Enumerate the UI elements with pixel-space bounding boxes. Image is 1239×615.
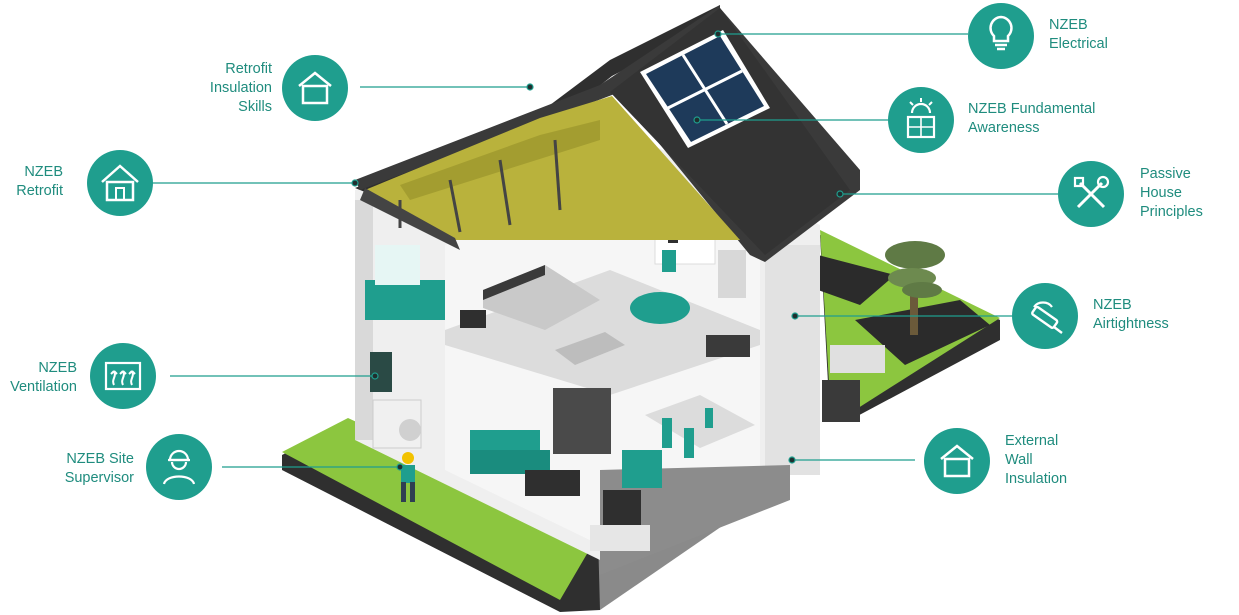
- airtightness-badge: [1012, 283, 1078, 349]
- sealant-gun-icon: [1031, 301, 1063, 334]
- label-nzeb-airtightness: NZEB Airtightness: [1093, 297, 1169, 332]
- house-icon: [101, 164, 139, 202]
- lightbulb-icon: [989, 15, 1013, 51]
- house-badge: [87, 150, 153, 216]
- ventilation-icon: [104, 361, 142, 391]
- label-retrofit-insulation-skills: Retrofit Insulation Skills: [209, 61, 272, 115]
- attic-insulation: [360, 96, 740, 250]
- retrofit-insulation-badge: [282, 55, 348, 121]
- furniture: [365, 208, 755, 551]
- house-outline-icon: [940, 444, 974, 478]
- lightbulb-badge: [968, 3, 1034, 69]
- worker-icon: [162, 449, 196, 485]
- label-passive-house-principles: Passive House Principles: [1140, 166, 1203, 220]
- label-nzeb-retrofit: NZEB Retrofit: [16, 164, 63, 199]
- label-nzeb-electrical: NZEB Electrical: [1049, 17, 1108, 52]
- label-nzeb-fundamental-awareness: NZEB Fundamental Awareness: [968, 101, 1096, 136]
- solar-panel: [640, 30, 770, 148]
- label-nzeb-site-supervisor: NZEB Site Supervisor: [64, 451, 134, 486]
- label-external-wall-insulation: External Wall Insulation: [1005, 433, 1068, 487]
- connector-lines: [152, 30, 1058, 471]
- worker-badge: [146, 434, 212, 500]
- tools-badge: [1058, 161, 1124, 227]
- solar-panel-icon: [906, 98, 936, 139]
- solar-badge: [888, 87, 954, 153]
- tools-icon: [1073, 175, 1110, 209]
- house-outline-icon: [298, 71, 332, 105]
- external-wall-badge: [924, 428, 990, 494]
- label-nzeb-ventilation: NZEB Ventilation: [10, 360, 77, 395]
- site-worker: [401, 452, 415, 502]
- ventilation-badge: [90, 343, 156, 409]
- tree: [885, 241, 945, 335]
